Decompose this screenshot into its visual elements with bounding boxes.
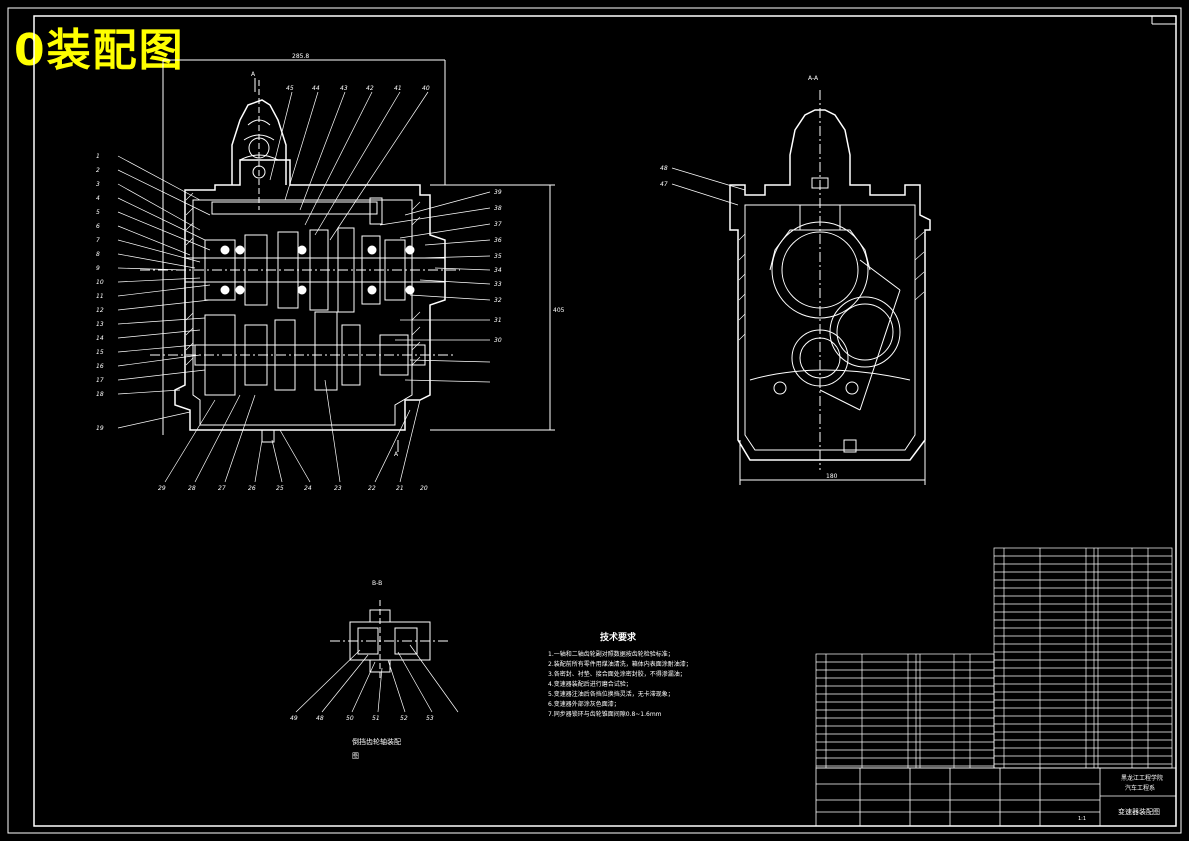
leader-label-1: 1 bbox=[96, 153, 100, 160]
leader-label-20: 20 bbox=[420, 485, 428, 492]
leader-label-3: 3 bbox=[96, 181, 100, 188]
leader-label-26: 26 bbox=[248, 485, 256, 492]
tech-req-item: 6.变速器外部涂灰色面漆； bbox=[548, 700, 620, 708]
title-scale: 1:1 bbox=[1078, 816, 1086, 822]
marker-a-bottom: A bbox=[394, 451, 399, 458]
dim-aa-bottom: 180 bbox=[826, 473, 838, 480]
parts-list-lower bbox=[815, 653, 995, 769]
leader-label-12: 12 bbox=[96, 307, 104, 314]
main-section-view: 285.8 405 bbox=[117, 53, 565, 483]
leader-labels-top: 45 44 43 42 41 40 bbox=[286, 85, 430, 92]
leader-label-aa-48: 48 bbox=[660, 165, 668, 172]
marker-a-top: A bbox=[251, 71, 256, 78]
leader-labels-bb: 49 48 50 51 52 53 bbox=[290, 715, 434, 722]
leader-label-39: 39 bbox=[494, 189, 502, 196]
leader-label-14: 14 bbox=[96, 335, 104, 342]
leader-label-28: 28 bbox=[188, 485, 196, 492]
section-aa-view: A-A 180 bbox=[671, 75, 931, 485]
leader-label-bb-49: 49 bbox=[290, 715, 298, 722]
tech-req-item: 2.装配前所有零件用煤油清洗，箱体内表面涂耐油漆； bbox=[548, 660, 692, 668]
drawing-title: 0装配图 bbox=[14, 25, 185, 76]
leader-label-bb-53: 53 bbox=[426, 715, 434, 722]
bb-caption-2: 图 bbox=[352, 752, 359, 760]
bb-caption-1: 倒挡齿轮轴装配 bbox=[352, 737, 401, 746]
leader-label-33: 33 bbox=[494, 281, 502, 288]
outer-border bbox=[7, 7, 1182, 834]
title-school: 黑龙江工程学院 bbox=[1121, 774, 1163, 782]
leader-label-37: 37 bbox=[494, 221, 502, 228]
leader-label-2: 2 bbox=[96, 167, 100, 174]
dim-top: 285.8 bbox=[292, 53, 309, 60]
leader-labels-aa: 48 47 bbox=[660, 165, 668, 188]
leader-label-32: 32 bbox=[494, 297, 502, 304]
leader-label-15: 15 bbox=[96, 349, 104, 356]
tech-req-item: 7.同步器锁环与齿轮锥面间隙0.8~1.6mm bbox=[548, 710, 662, 718]
leader-label-34: 34 bbox=[494, 267, 502, 274]
leader-label-17: 17 bbox=[96, 377, 104, 384]
title-block: 黑龙江工程学院 汽车工程系 变速器装配图 1:1 bbox=[815, 767, 1177, 827]
dim-right: 405 bbox=[553, 307, 565, 314]
leader-label-16: 16 bbox=[96, 363, 104, 370]
leader-label-27: 27 bbox=[218, 485, 226, 492]
leader-label-21: 21 bbox=[396, 485, 404, 492]
title-drawing-name: 变速器装配图 bbox=[1118, 807, 1160, 816]
leader-labels-right: 39 38 37 36 35 34 33 32 31 30 bbox=[494, 189, 502, 344]
section-bb-label: B-B bbox=[372, 580, 382, 587]
leader-label-bb-50: 50 bbox=[346, 715, 354, 722]
leader-label-aa-47: 47 bbox=[660, 181, 668, 188]
leader-label-bb-48: 48 bbox=[316, 715, 324, 722]
leader-label-22: 22 bbox=[368, 485, 376, 492]
leader-label-35: 35 bbox=[494, 253, 502, 260]
leader-label-6: 6 bbox=[96, 223, 100, 230]
leader-label-7: 7 bbox=[96, 237, 100, 244]
leader-label-13: 13 bbox=[96, 321, 104, 328]
leader-label-43: 43 bbox=[340, 85, 348, 92]
inner-border bbox=[33, 15, 1177, 827]
parts-list-upper bbox=[993, 547, 1173, 769]
section-aa-label: A-A bbox=[808, 75, 819, 82]
leader-label-31: 31 bbox=[494, 317, 502, 324]
tech-req-item: 5.变速器注油后各挡位换挡灵活，无卡滞现象； bbox=[548, 690, 674, 698]
tech-req-item: 1.一轴和二轴齿轮副对照数据按齿轮检验标准； bbox=[548, 650, 674, 658]
tech-req-heading: 技术要求 bbox=[600, 631, 637, 643]
leader-labels-bottom: 29 28 27 26 25 24 23 22 21 20 bbox=[158, 485, 428, 492]
leader-label-bb-51: 51 bbox=[372, 715, 380, 722]
leader-label-38: 38 bbox=[494, 205, 502, 212]
title-dept: 汽车工程系 bbox=[1125, 784, 1155, 792]
leader-label-bb-52: 52 bbox=[400, 715, 408, 722]
tech-req-items: 1.一轴和二轴齿轮副对照数据按齿轮检验标准； 2.装配前所有零件用煤油清洗，箱体内… bbox=[548, 650, 692, 718]
leader-label-40: 40 bbox=[422, 85, 430, 92]
leader-label-23: 23 bbox=[334, 485, 342, 492]
leader-label-19: 19 bbox=[96, 425, 104, 432]
technical-requirements: 技术要求 1.一轴和二轴齿轮副对照数据按齿轮检验标准； 2.装配前所有零件用煤油清… bbox=[548, 631, 692, 718]
leader-label-30: 30 bbox=[494, 337, 502, 344]
leader-label-29: 29 bbox=[158, 485, 166, 492]
leader-label-41: 41 bbox=[394, 85, 402, 92]
leader-label-42: 42 bbox=[366, 85, 374, 92]
leader-label-25: 25 bbox=[276, 485, 284, 492]
leader-label-5: 5 bbox=[96, 209, 100, 216]
leader-label-45: 45 bbox=[286, 85, 294, 92]
leader-label-9: 9 bbox=[96, 265, 100, 272]
tech-req-item: 3.各密封、衬垫、接合面处涂密封胶，不得渗漏油； bbox=[548, 670, 686, 678]
leader-label-24: 24 bbox=[304, 485, 312, 492]
leader-label-10: 10 bbox=[96, 279, 104, 286]
tech-req-item: 4.变速器装配后进行磨合试验； bbox=[548, 680, 632, 688]
leader-label-36: 36 bbox=[494, 237, 502, 244]
leader-label-44: 44 bbox=[312, 85, 320, 92]
section-bb-view: B-B 倒挡齿轮轴装配 图 bbox=[295, 580, 459, 760]
leader-label-4: 4 bbox=[96, 195, 100, 202]
leader-label-18: 18 bbox=[96, 391, 104, 398]
leader-label-11: 11 bbox=[96, 293, 104, 300]
leader-label-8: 8 bbox=[96, 251, 100, 258]
